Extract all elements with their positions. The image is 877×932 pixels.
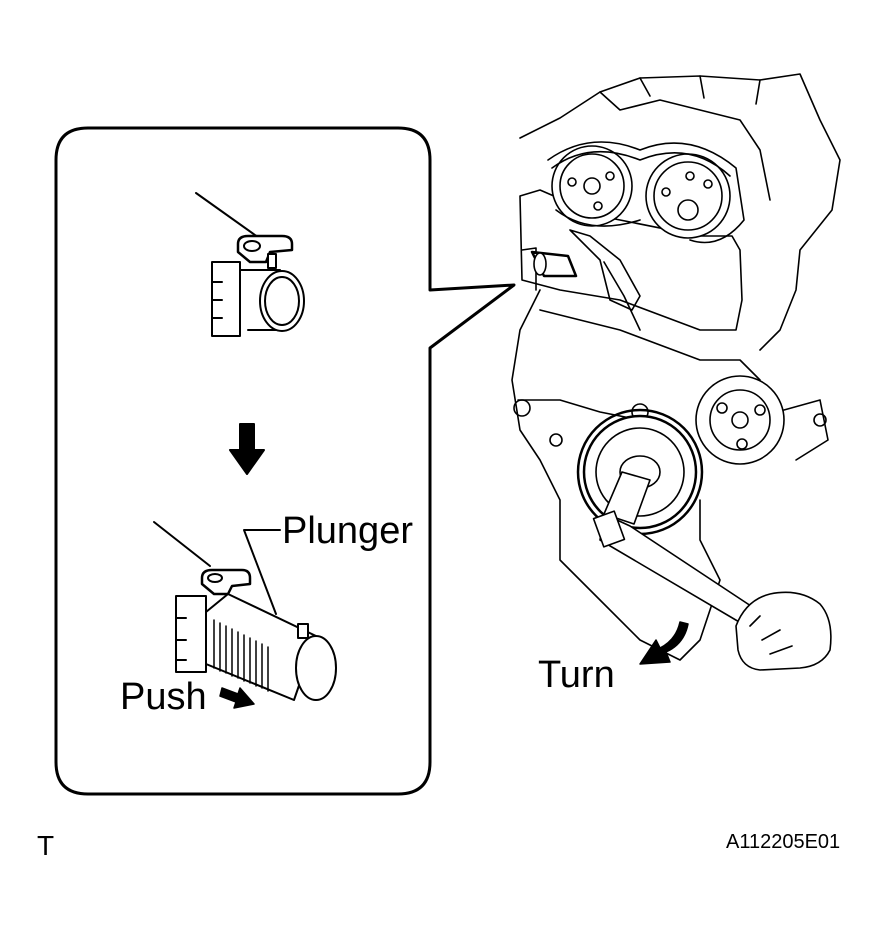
figure-code: A112205E01	[726, 831, 841, 853]
plunger-label: Plunger	[282, 510, 413, 552]
tensioner-detail-pushed	[153, 521, 337, 701]
push-label: Push	[120, 676, 207, 718]
engine-block	[511, 73, 841, 671]
callout-box	[54, 126, 516, 796]
turn-label: Turn	[538, 654, 615, 696]
curved-turn-arrow-icon	[639, 621, 689, 665]
corner-mark: T	[37, 830, 55, 861]
tensioner-detail-locked	[195, 192, 305, 337]
push-arrow-icon	[219, 687, 255, 709]
down-arrow-icon	[229, 423, 265, 475]
